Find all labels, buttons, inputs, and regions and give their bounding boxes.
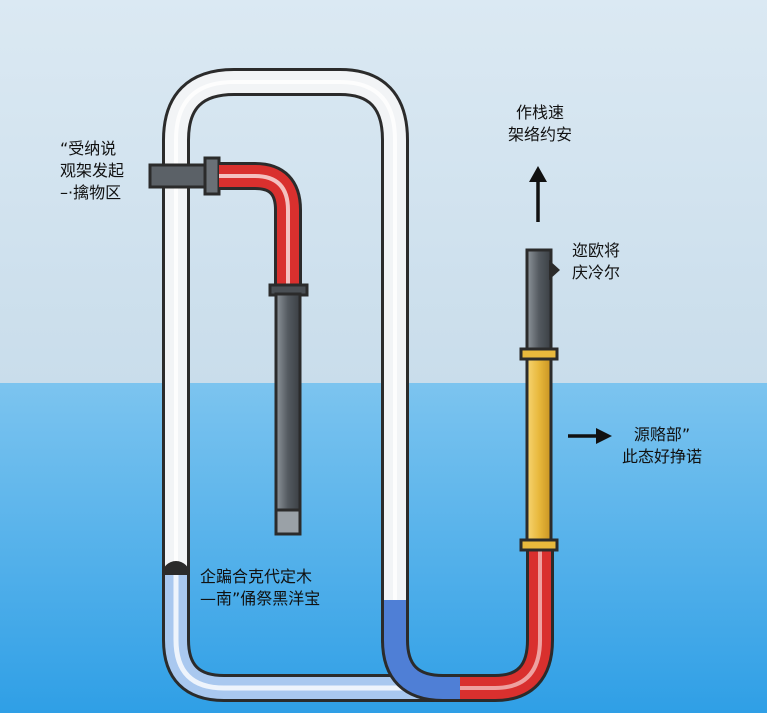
label-outlet-top-line-2: 架络约安	[508, 125, 573, 144]
label-riser-tip-line-1: 迩欧将	[572, 241, 621, 260]
label-bottom-loop: 企蹁合克代定木 —南”俑祭黑洋宝	[200, 566, 320, 610]
label-inlet-line-3: –·擒物区	[60, 183, 122, 202]
label-bottom-loop-line-2: —南”俑祭黑洋宝	[200, 589, 321, 608]
label-riser-tip-line-2: 庆冷尔	[572, 263, 621, 282]
label-riser-tip: 迩欧将 庆冷尔	[572, 240, 620, 284]
label-outlet-top: 作栈速 架络约安	[508, 102, 572, 146]
label-inlet-line-1: “受纳说	[60, 139, 117, 158]
inlet-pipe	[148, 156, 302, 290]
label-flow-direction-line-1: 源赂部”	[633, 425, 691, 444]
heater-rod	[268, 283, 309, 536]
arrow-up-icon	[529, 166, 547, 222]
label-flow-direction-line-2: 此态好挣诺	[622, 447, 703, 466]
label-inlet: “受纳说 观架发起 –·擒物区	[60, 138, 124, 204]
label-outlet-top-line-1: 作栈速	[516, 103, 565, 122]
label-flow-direction: 源赂部” 此态好挣诺	[622, 424, 702, 468]
label-bottom-loop-line-1: 企蹁合克代定木	[200, 567, 313, 586]
glass-loop	[162, 68, 409, 654]
arrow-right-icon	[568, 428, 612, 444]
bottom-loop	[162, 545, 554, 702]
outlet-riser	[519, 248, 560, 552]
label-inlet-line-2: 观架发起	[60, 161, 125, 180]
